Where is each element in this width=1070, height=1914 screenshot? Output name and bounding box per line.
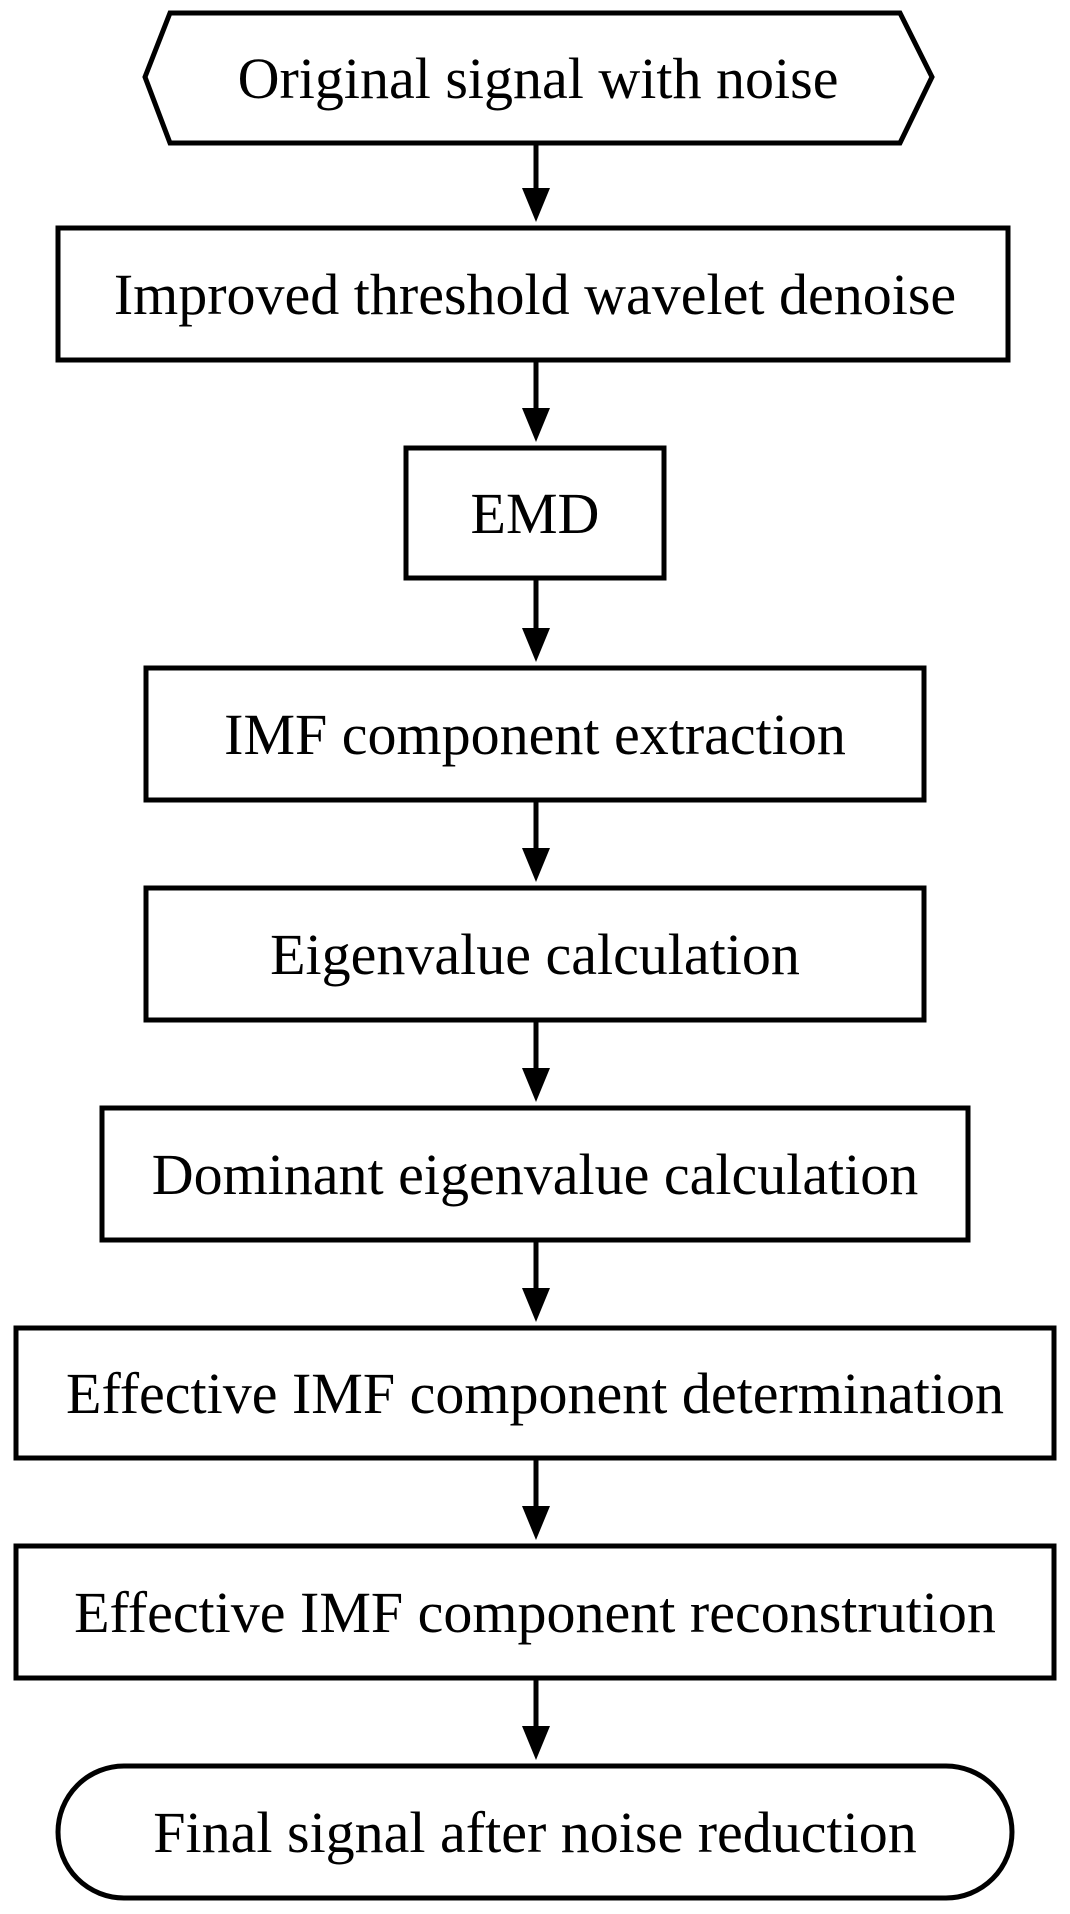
step-eigenvalue: Eigenvalue calculation	[143, 885, 927, 1023]
arrow-6	[522, 1240, 550, 1322]
end-node: Final signal after noise reduction	[55, 1763, 1015, 1901]
step-imf-reconstruction-label: Effective IMF component reconstrution	[74, 1580, 996, 1645]
step-emd: EMD	[403, 445, 667, 581]
start-node-label: Original signal with noise	[238, 46, 839, 111]
step-imf-extraction-label: IMF component extraction	[224, 702, 846, 767]
step-wavelet-denoise-label: Improved threshold wavelet denoise	[114, 262, 956, 327]
step-imf-reconstruction: Effective IMF component reconstrution	[13, 1543, 1057, 1681]
step-dominant-eigenvalue: Dominant eigenvalue calculation	[99, 1105, 971, 1243]
step-imf-determination-label: Effective IMF component determination	[66, 1361, 1004, 1426]
step-dominant-eigenvalue-label: Dominant eigenvalue calculation	[152, 1142, 919, 1207]
arrow-3	[522, 578, 550, 662]
arrow-5	[522, 1020, 550, 1102]
arrow-8	[522, 1678, 550, 1760]
step-emd-label: EMD	[471, 481, 600, 546]
arrow-1	[522, 143, 550, 222]
arrow-2	[522, 360, 550, 442]
arrow-7	[522, 1458, 550, 1540]
start-node: Original signal with noise	[142, 10, 935, 146]
step-eigenvalue-label: Eigenvalue calculation	[270, 922, 800, 987]
step-imf-extraction: IMF component extraction	[143, 665, 927, 803]
end-node-label: Final signal after noise reduction	[153, 1800, 916, 1865]
step-imf-determination: Effective IMF component determination	[13, 1325, 1057, 1461]
step-wavelet-denoise: Improved threshold wavelet denoise	[55, 225, 1011, 363]
arrow-4	[522, 800, 550, 882]
